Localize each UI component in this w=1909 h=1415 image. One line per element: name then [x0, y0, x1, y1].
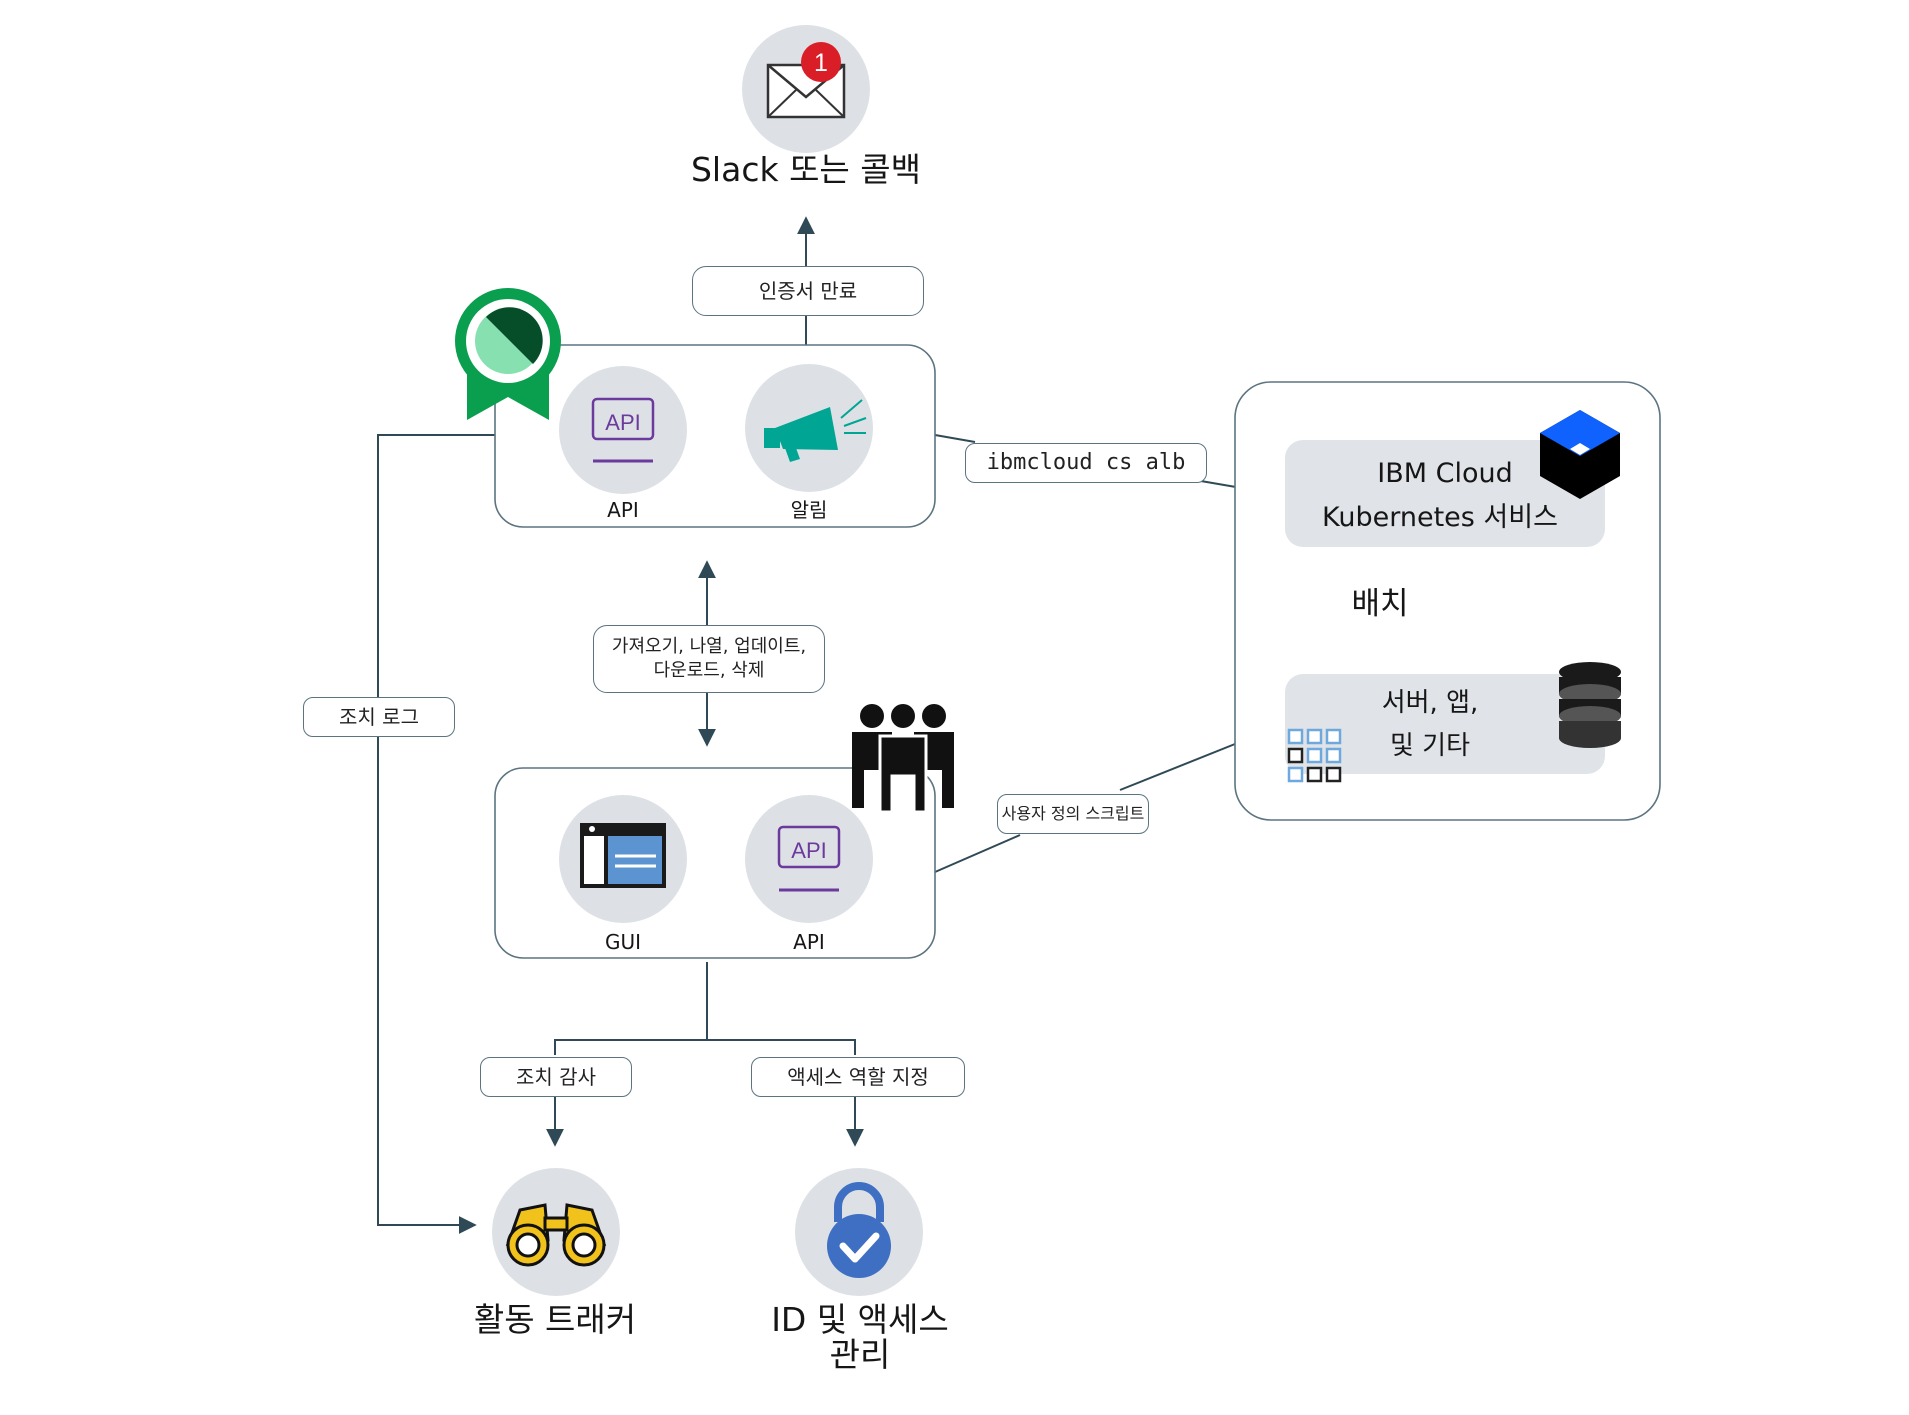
edge-bottom-branch: [554, 1039, 856, 1055]
kubernetes-panel: [1285, 440, 1605, 547]
ibm-cloud-label-line1: IBM Cloud: [1377, 458, 1513, 489]
operations-pill: 가져오기, 나열, 업데이트, 다운로드, 삭제: [593, 625, 825, 693]
custom-script-pill: 사용자 정의 스크립트: [997, 794, 1149, 834]
servers-label-line2: 및 기타: [1389, 731, 1471, 761]
api-top-label: API: [607, 498, 639, 522]
servers-panel: [1285, 674, 1605, 774]
edge-action-log: [377, 434, 495, 697]
envelope-icon: [742, 25, 870, 153]
gui-label: GUI: [604, 930, 642, 954]
svg-text:1: 1: [814, 49, 828, 77]
operations-line1: 가져오기, 나열, 업데이트,: [611, 635, 807, 657]
team-icon: [852, 704, 954, 814]
operations-line2: 다운로드, 삭제: [653, 660, 765, 681]
ibm-cloud-label-line2: Kubernetes 서비스: [1322, 502, 1558, 533]
iam-label-line2: 관리: [829, 1335, 891, 1374]
lock-check-icon: [795, 1168, 923, 1296]
certificate-badge-icon: [455, 288, 561, 420]
edge-script-upper: [1119, 733, 1257, 791]
servers-label-line1: 서버, 앱,: [1381, 688, 1479, 718]
megaphone-icon: [745, 364, 873, 492]
binoculars-icon: [492, 1168, 620, 1296]
slack-label: Slack 또는 콜백: [690, 150, 921, 189]
api-icon-top: API: [559, 366, 687, 494]
kubernetes-cube-icon: [1540, 410, 1620, 499]
alert-label: 알림: [790, 498, 828, 522]
access-role-pill: 액세스 역할 지정: [751, 1057, 965, 1097]
edge-script-lower: [934, 834, 1021, 873]
svg-text:API: API: [791, 838, 826, 863]
activity-tracker-label: 활동 트래커: [473, 1300, 637, 1339]
iam-label-line1: ID 및 액세스: [771, 1300, 949, 1339]
api-bottom-label: API: [793, 930, 825, 954]
edge-action-log-lower: [377, 736, 477, 1234]
database-icon: [1559, 662, 1621, 748]
notification-badge: 1: [801, 42, 841, 82]
api-icon-bottom: API: [745, 795, 873, 923]
cert-expiry-pill: 인증서 만료: [692, 266, 924, 316]
ibmcloud-command-pill: ibmcloud cs alb: [965, 443, 1207, 483]
svg-text:API: API: [605, 410, 640, 435]
grid-icon: [1287, 728, 1342, 783]
edge-top-to-cloud: [934, 434, 976, 443]
deploy-label: 배치: [1351, 586, 1409, 622]
action-log-pill: 조치 로그: [303, 697, 455, 737]
gui-window-icon: [559, 795, 687, 923]
connectors: [377, 216, 1267, 1234]
action-audit-pill: 조치 감사: [480, 1057, 632, 1097]
